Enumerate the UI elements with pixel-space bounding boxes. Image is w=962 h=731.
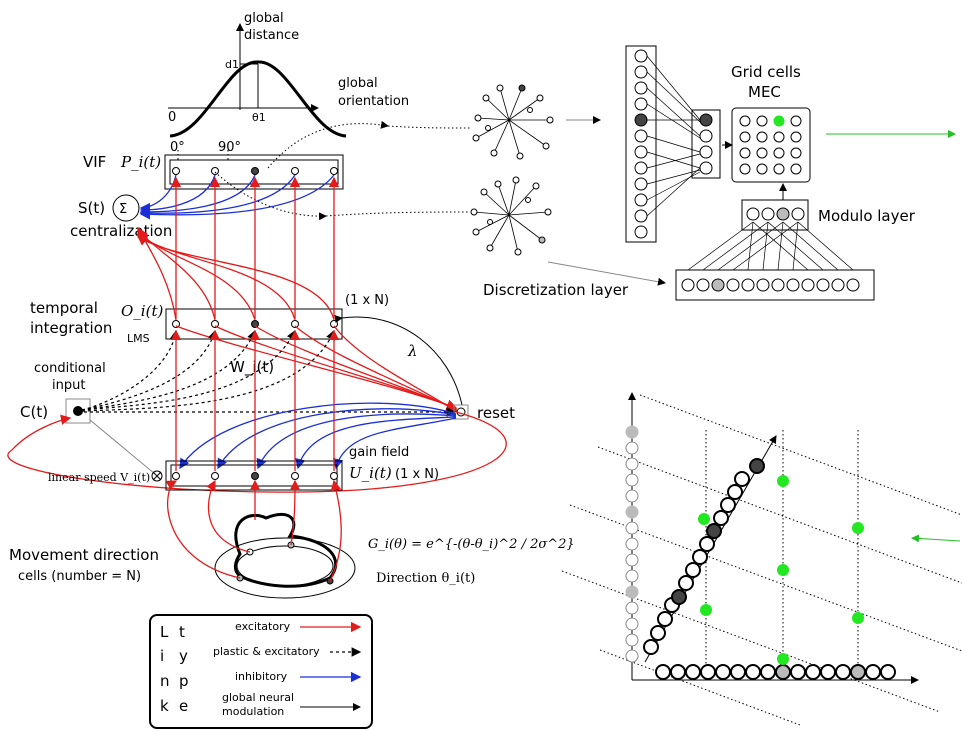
gain-field-layer: gain field U_i(t) (1 x N) linear speed V… [48,445,439,491]
vif-label: VIF [83,153,106,171]
column-projections [646,55,701,217]
legend-inhibitory: inhibitory [235,670,288,683]
lms-label: LMS [127,332,150,345]
movement-direction-cells: Movement direction cells (number = N) G_… [9,479,575,599]
summation-node: S(t) Σ centralization [70,194,172,240]
svg-text:L: L [160,623,169,641]
zero-label: 0 [168,110,176,125]
ninety-deg-label: 90° [218,140,241,155]
reset-label: reset [477,404,515,422]
svg-text:t: t [179,623,185,641]
temporal-neurons [172,320,338,328]
discretization-stars: Discretization layer [470,84,629,299]
vif-layer: 0° 90° VIF P_i(t) [83,140,344,190]
vif-neurons [172,167,338,175]
svg-text:n: n [160,672,170,690]
conditional-label: conditional [34,361,106,376]
plastic-links [81,329,457,417]
svg-text:orientation: orientation [338,94,409,109]
reset-node: reset [453,404,515,422]
discretization-row [675,269,875,301]
gain-neurons [172,472,338,480]
legend-plastic: plastic & excitatory [213,645,320,658]
global-distance-label: global [244,11,284,26]
reset-inhibitory-links [179,402,457,470]
legend-excitatory: excitatory [235,620,291,633]
star-top [472,84,554,160]
svg-text:MEC: MEC [748,83,781,101]
p-i-label: P_i(t) [120,153,161,171]
temporal-label: temporal [30,299,98,317]
discretization-label: Discretization layer [483,281,629,299]
svg-text:e: e [179,697,188,715]
gain-field-label: gain field [349,445,409,460]
linear-speed-label: linear speed V_i(t) [48,471,150,484]
svg-text:cells (number = N): cells (number = N) [18,569,141,584]
one-by-n-bottom: (1 x N) [395,467,439,482]
modulo-layer: Modulo layer [741,183,916,231]
small-column [691,109,721,179]
temporal-integration-layer: temporal integration O_i(t) LMS (1 x N) [30,293,389,345]
u-i-label: U_i(t) [349,464,392,482]
direction-label: Direction θ_i(t) [376,571,475,586]
gain-to-temporal-links [170,329,340,471]
theta1-label: θ1 [252,111,266,124]
gaussian-plot: global distance d1 θ1 0 global orientati… [168,11,409,138]
centralization-label: centralization [70,222,172,240]
svg-text:integration: integration [30,319,112,337]
c-t-label: C(t) [20,403,48,421]
legend-global: global neural [222,691,294,704]
s-t-label: S(t) [78,199,105,217]
svg-text:distance: distance [244,28,299,43]
svg-text:p: p [179,672,189,690]
temporal-to-reset-links [175,325,458,412]
one-by-n-top: (1 x N) [345,293,389,308]
temporal-to-centralization-links [136,226,335,321]
svg-text:i: i [160,647,164,665]
legend: L i n k t y p e excitatory plastic & exc… [149,614,373,729]
temporal-to-vif-links [170,176,340,319]
svg-text:y: y [179,647,188,665]
w-i-label: W_i(t) [230,358,274,377]
global-orientation-label: global [338,76,378,91]
d1-label: d1 [225,58,239,71]
g-formula: G_i(θ) = e^{-(θ-θ_i)^2 / 2σ^2} [368,537,575,552]
modulo-label: Modulo layer [818,207,916,225]
grid-cells-mec: Grid cells MEC [731,63,811,183]
o-i-label: O_i(t) [121,302,163,320]
svg-text:k: k [160,697,169,715]
grid-cells-label: Grid cells [731,63,801,81]
neuron-column [625,45,657,243]
svg-text:input: input [52,378,85,393]
movement-cells-label: Movement direction [9,546,159,564]
conditional-input: conditional input C(t) [20,361,106,424]
grid-plot [561,392,962,726]
star-bottom [470,176,552,256]
zero-deg-label: 0° [170,140,185,155]
lambda-label: λ [407,342,418,360]
sigma-symbol: Σ [119,202,127,217]
modulo-projections [687,221,854,271]
svg-text:modulation: modulation [222,705,284,718]
